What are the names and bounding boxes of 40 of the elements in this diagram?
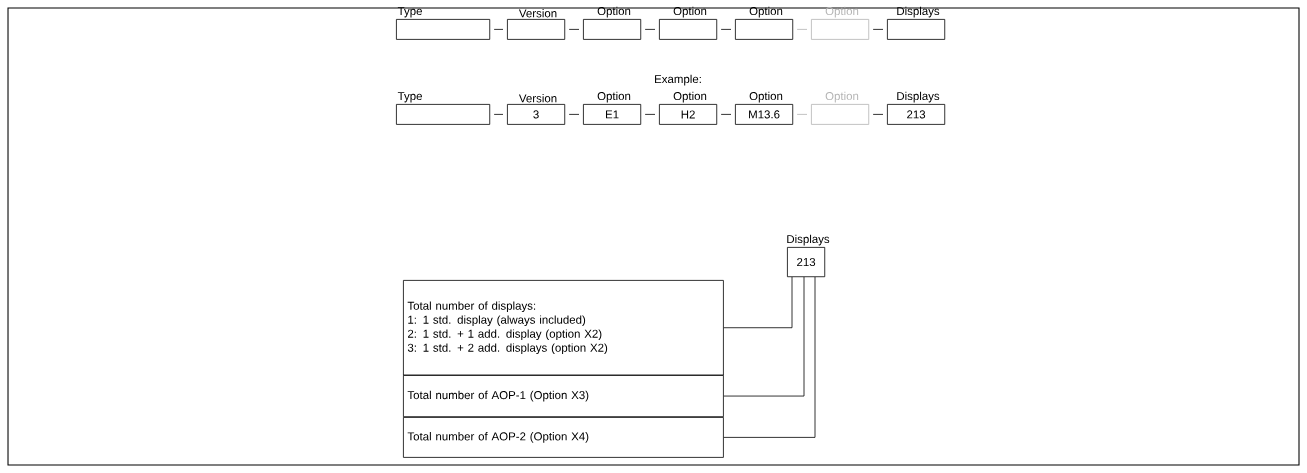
field-heading: Displays: [897, 91, 940, 103]
field-heading: Option: [749, 91, 783, 103]
code-box: M13.6: [735, 104, 794, 125]
connector-line: [493, 114, 504, 115]
connector-line: [644, 29, 656, 30]
field-heading: Option: [673, 6, 707, 18]
field-heading: Version: [518, 94, 557, 103]
code-box: 213: [787, 247, 826, 278]
field-heading: Displays: [787, 234, 830, 246]
field-heading: Option: [597, 91, 631, 103]
description-box: Total number of AOP-2 (Option X4): [403, 417, 724, 458]
connector-line: [568, 29, 580, 30]
example-label: Example:: [655, 74, 701, 86]
code-box: 3: [507, 104, 566, 125]
field-heading: Option: [749, 6, 783, 18]
connector-line: [644, 114, 656, 115]
field-heading: Version: [518, 9, 557, 18]
field-heading: Displays: [897, 6, 940, 18]
connector-line: [872, 29, 884, 30]
field-heading: Option: [673, 91, 707, 103]
code-box: E1: [583, 104, 642, 125]
field-heading: Option: [825, 91, 859, 103]
field-heading: Option: [825, 6, 859, 18]
connector-line: [872, 114, 884, 115]
connector-line: [723, 276, 805, 397]
connector-line: [493, 29, 504, 30]
connector-line: [720, 114, 732, 115]
code-box: H2: [659, 104, 718, 125]
connector-line: [723, 276, 816, 438]
description-box: Total number of AOP-1 (Option X3): [403, 375, 724, 418]
description-box: Total number of displays: 1: 1 std. display (always included) 2: 1 std. + 1 add. display (option X2) 3: 1 std. + 2 add. displays (option X2): [403, 280, 724, 376]
field-heading: Type: [397, 7, 422, 18]
field-heading: Option: [597, 6, 631, 18]
connector-line: [720, 29, 732, 30]
connector-line: [796, 29, 808, 30]
code-box: 213: [887, 104, 946, 125]
connector-line: [568, 114, 580, 115]
connector-line: [796, 114, 808, 115]
connector-line: [723, 276, 793, 329]
field-heading: Type: [397, 92, 422, 103]
